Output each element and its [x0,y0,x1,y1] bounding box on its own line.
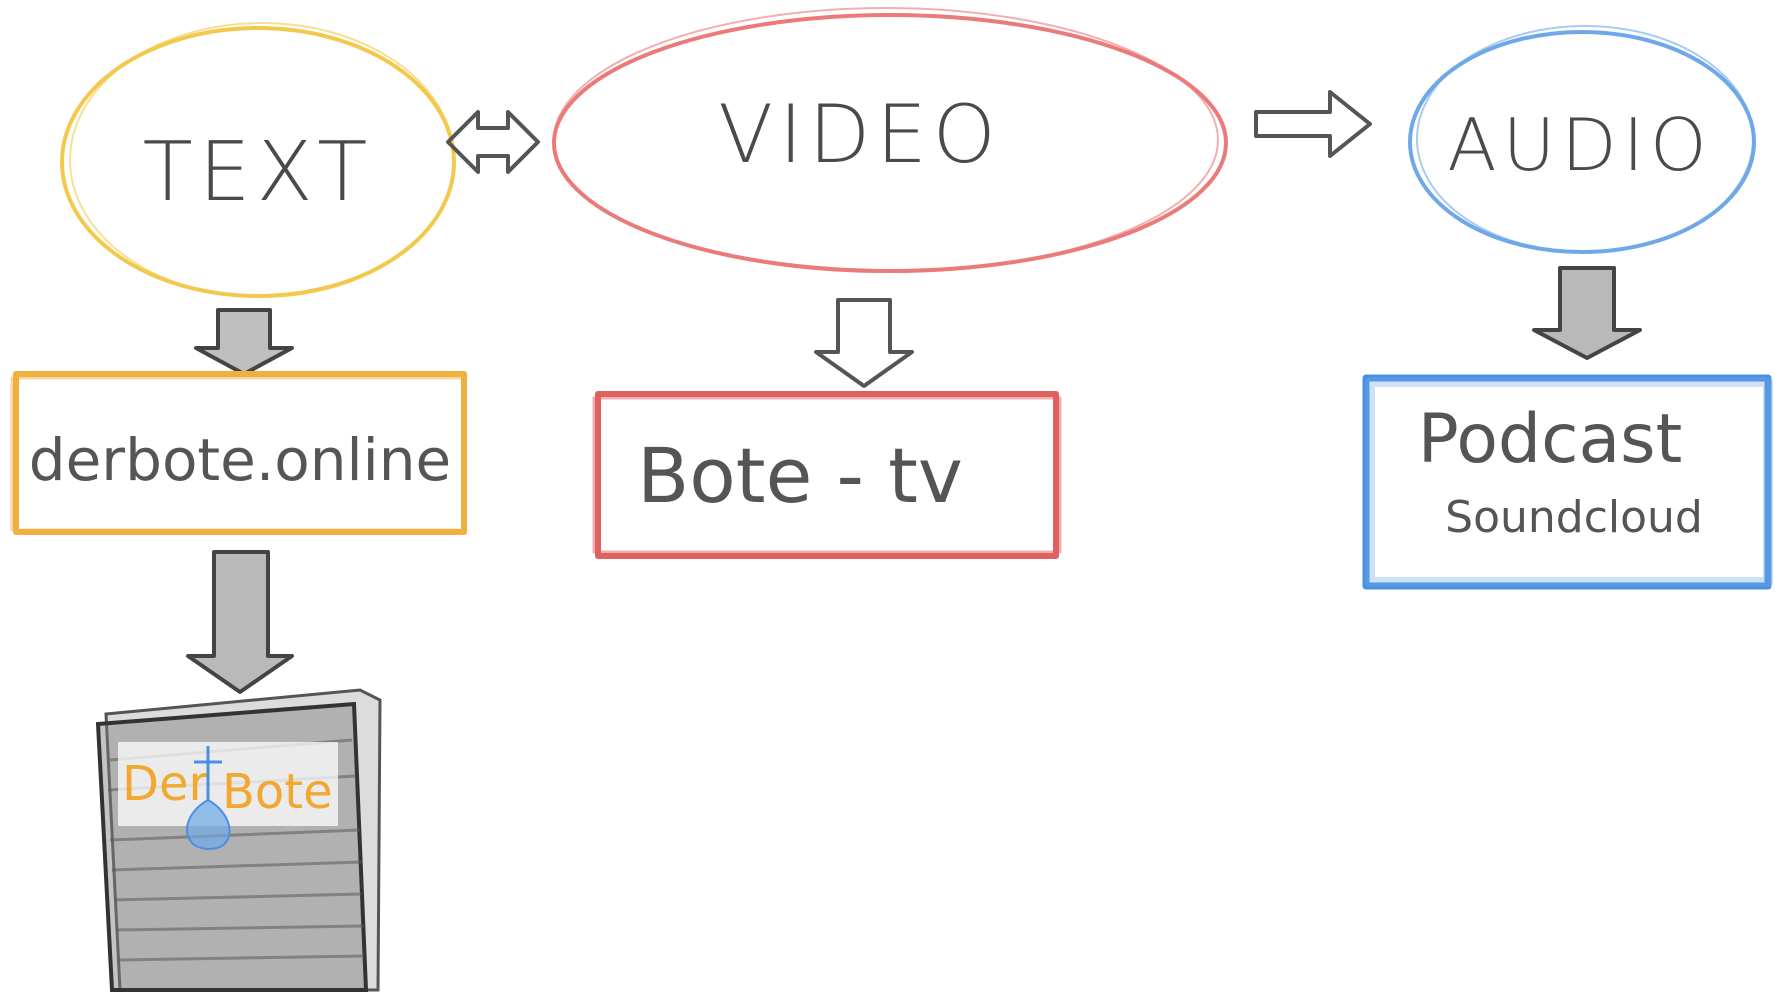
magazine-title-area [118,742,338,826]
text-node-label: TEXT [143,125,374,220]
audio-podcast-box: Podcast Soundcloud [1362,374,1773,590]
magazine-sketch: Der Bote [95,688,382,992]
double-arrow-text-video [446,110,540,174]
arrow-audio-down [1532,266,1642,360]
down-arrow-icon [814,298,914,388]
arrow-text-down [194,308,294,376]
arrow-video-down [814,298,914,388]
audio-podcast-label: Podcast [1418,400,1683,479]
text-ellipse-overstroke [69,22,455,298]
video-channel-frame-overstroke [592,396,1062,554]
text-site-frame-overstroke [10,376,466,532]
arrow-video-audio [1254,90,1372,158]
down-arrow-icon [186,550,294,694]
audio-node: AUDIO [1408,25,1756,254]
down-arrow-icon [1532,266,1642,360]
audio-podcast-frame-overstroke [1365,377,1773,587]
video-channel-box: Bote - tv [592,391,1062,559]
video-ellipse-overstroke [553,7,1219,273]
arrow-site-down [186,550,294,694]
double-arrow-icon [446,110,540,174]
audio-podcast-frame [1362,374,1772,590]
text-site-box: derbote.online [10,371,467,535]
audio-podcast-sublabel: Soundcloud [1445,492,1703,543]
text-node: TEXT [60,22,456,298]
magazine-title-part2: Bote [222,764,333,820]
audio-ellipse-overstroke [1416,25,1754,253]
right-arrow-icon [1254,90,1372,158]
video-node: VIDEO [552,7,1228,273]
text-site-label: derbote.online [29,426,451,494]
audio-node-label: AUDIO [1447,103,1712,187]
video-channel-frame [595,391,1059,559]
video-node-label: VIDEO [718,88,1001,181]
down-arrow-icon [194,308,294,376]
video-channel-label: Bote - tv [637,431,963,520]
onion-dome-logo-icon [186,746,231,850]
magazine-title-part1: Der [122,756,208,812]
